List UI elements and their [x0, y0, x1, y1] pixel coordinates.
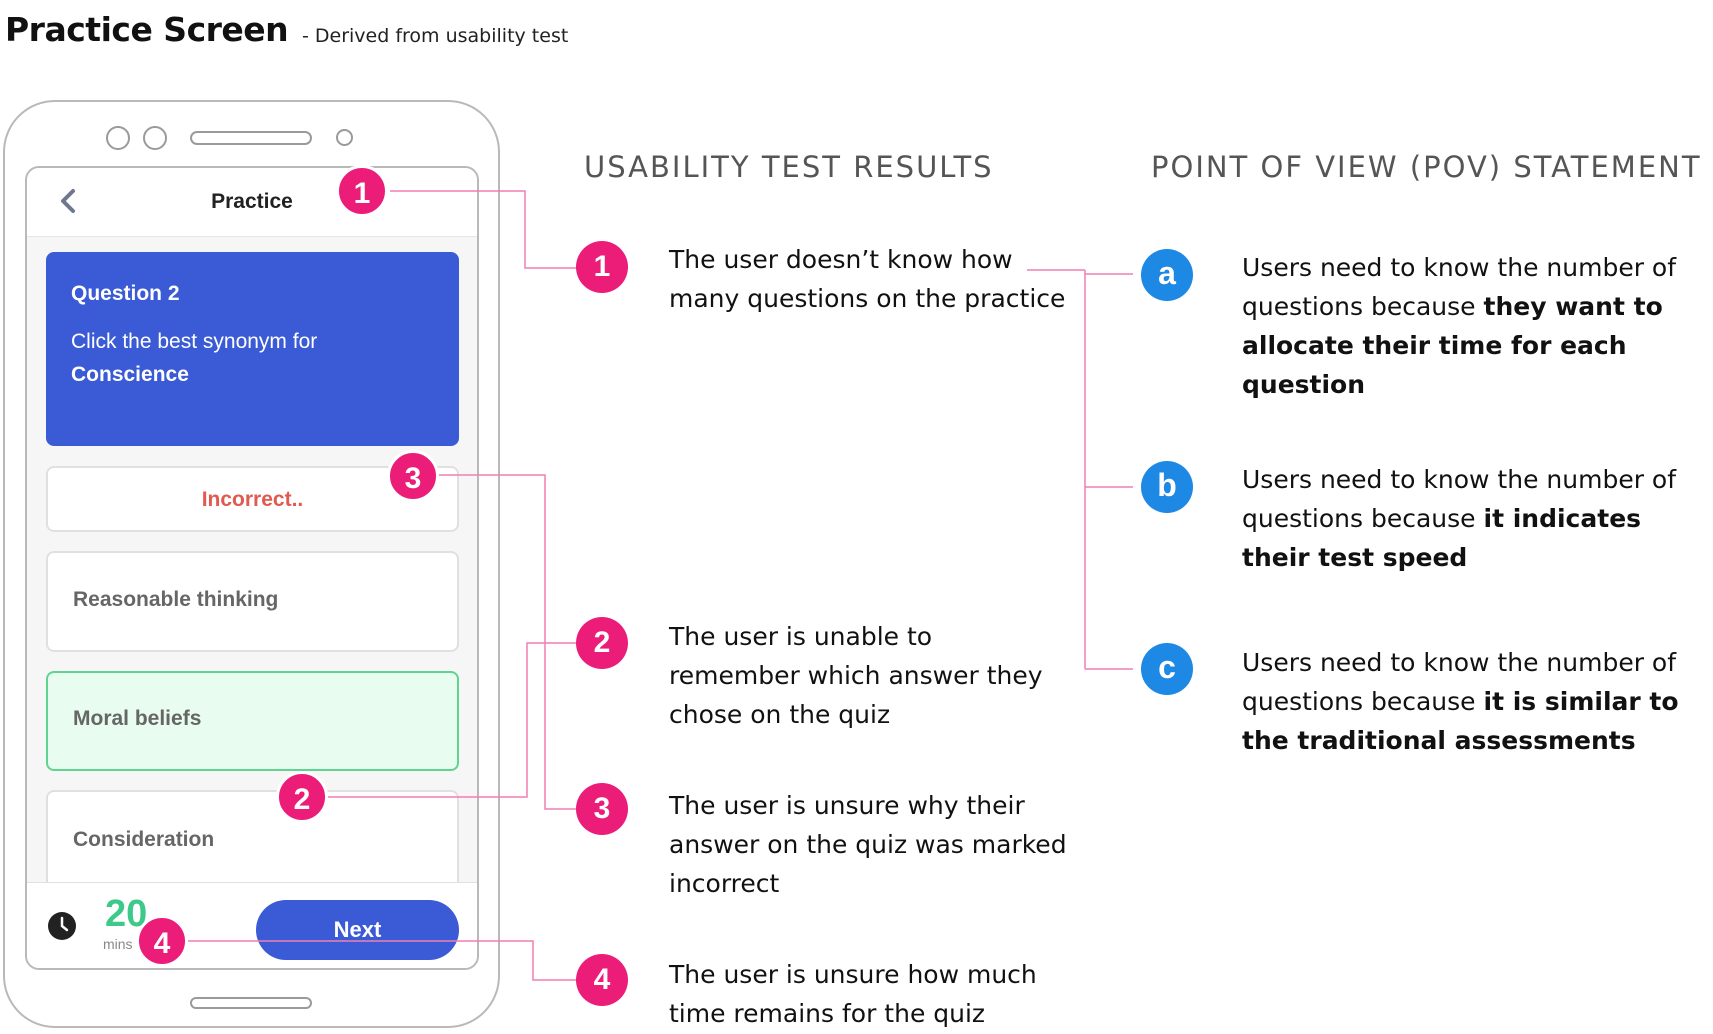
- result-marker-1: 1: [576, 241, 628, 293]
- phone-frame: [3, 100, 500, 1028]
- page-title: Practice Screen: [5, 10, 289, 49]
- question-word: Conscience: [71, 363, 189, 386]
- timer-unit: mins: [103, 936, 133, 952]
- marker-2: 2: [276, 771, 328, 823]
- front-camera-icon: [106, 126, 130, 150]
- pov-text-prefix: Users need to know the number of questio…: [1242, 253, 1677, 321]
- marker-3: 3: [387, 450, 439, 502]
- pov-marker-c: c: [1141, 643, 1193, 695]
- result-text-2: The user is unable to remember which ans…: [669, 622, 1043, 729]
- next-button[interactable]: Next: [256, 900, 459, 960]
- pov-text-prefix: Users need to know the number of questio…: [1242, 648, 1677, 716]
- pov-text-emphasis: it indicates their test speed: [1242, 504, 1642, 572]
- pov-marker-a: a: [1141, 249, 1193, 301]
- home-bar: [190, 997, 312, 1009]
- result-text-3: The user is unsure why their answer on t…: [669, 791, 1067, 898]
- speaker-grille: [190, 131, 312, 145]
- pov-text-a: Users need to know the number of questio…: [1242, 248, 1712, 404]
- front-camera-icon: [143, 126, 167, 150]
- result-text-1: The user doesn’t know how many questions…: [669, 245, 1066, 313]
- pov-text-b: Users need to know the number of questio…: [1242, 460, 1712, 577]
- marker-1: 1: [336, 165, 388, 217]
- clock-icon: [48, 912, 76, 940]
- result-marker-3: 3: [576, 783, 628, 835]
- results-heading: USABILITY TEST RESULTS: [584, 150, 994, 184]
- pov-heading: POINT OF VIEW (POV) STATEMENT: [1151, 150, 1702, 184]
- answer-option[interactable]: Consideration: [46, 790, 459, 900]
- back-chevron-icon[interactable]: [54, 186, 84, 216]
- answer-option-label: Consideration: [73, 828, 215, 851]
- pov-text-c: Users need to know the number of questio…: [1242, 643, 1712, 760]
- feedback-label: Incorrect..: [201, 488, 304, 511]
- answer-option[interactable]: Reasonable thinking: [46, 551, 459, 652]
- sensor-icon: [336, 129, 353, 146]
- pov-text-emphasis: they want to allocate their time for eac…: [1242, 292, 1663, 399]
- question-card: Question 2 Click the best synonym for Co…: [46, 252, 459, 446]
- screen-footer: 20 mins Next: [27, 882, 477, 968]
- answer-option-label: Reasonable thinking: [73, 588, 279, 611]
- phone-screen: Practice Question 2 Click the best synon…: [25, 166, 479, 970]
- question-number: Question 2: [71, 282, 180, 305]
- question-prompt: Click the best synonym for: [71, 330, 318, 353]
- result-marker-4: 4: [576, 954, 628, 1006]
- screen-header: Practice: [27, 168, 477, 237]
- pov-text-emphasis: it is similar to the traditional assessm…: [1242, 687, 1679, 755]
- pov-text-prefix: Users need to know the number of questio…: [1242, 465, 1677, 533]
- result-text-4: The user is unsure how much time remains…: [669, 960, 1037, 1028]
- answer-option-label: Moral beliefs: [73, 707, 202, 730]
- page-subtitle: - Derived from usability test: [302, 25, 569, 47]
- marker-4: 4: [136, 915, 188, 967]
- screen-title: Practice: [211, 190, 293, 213]
- answer-option-selected[interactable]: Moral beliefs: [46, 671, 459, 771]
- pov-marker-b: b: [1141, 461, 1193, 513]
- result-marker-2: 2: [576, 617, 628, 669]
